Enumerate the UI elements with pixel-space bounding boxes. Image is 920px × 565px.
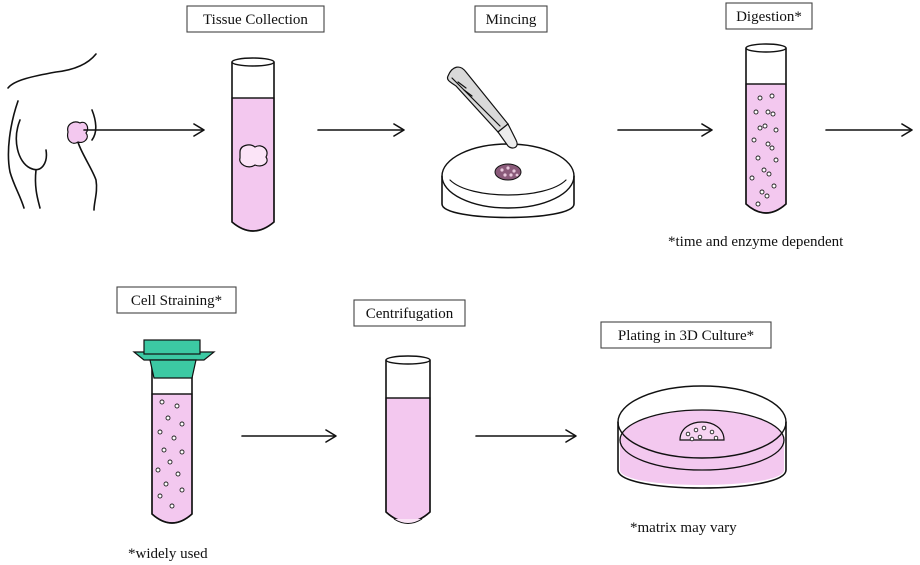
petri-dish-icon: [441, 143, 575, 219]
svg-text:Digestion*: Digestion*: [736, 9, 802, 25]
note-cell-straining: *widely used: [128, 546, 208, 562]
arrow-icon: [825, 123, 913, 137]
svg-text:Cell Straining*: Cell Straining*: [131, 293, 222, 309]
scalpel-icon: [446, 66, 518, 149]
svg-text:Plating in 3D Culture*: Plating in 3D Culture*: [618, 328, 754, 344]
arrow-icon: [617, 123, 713, 137]
culture-dish-icon: [617, 385, 787, 489]
torso-icon: [7, 53, 98, 211]
arrow-icon: [475, 429, 577, 443]
svg-text:Tissue Collection: Tissue Collection: [203, 12, 308, 28]
cell-strainer-icon: [132, 339, 216, 524]
note-digestion: *time and enzyme dependent: [668, 234, 844, 250]
label-plating: Plating in 3D Culture*: [600, 321, 772, 349]
note-plating: *matrix may vary: [630, 520, 737, 536]
arrow-icon: [241, 429, 337, 443]
label-centrifugation: Centrifugation: [353, 299, 466, 327]
label-cell-straining: Cell Straining*: [116, 286, 237, 314]
tube-icon: [745, 43, 787, 214]
tube-icon: [231, 57, 275, 232]
cell-clusters: [749, 93, 779, 207]
label-digestion: Digestion*: [725, 2, 813, 30]
arrow-icon: [83, 123, 205, 137]
tube-icon: [385, 355, 431, 524]
svg-text:Centrifugation: Centrifugation: [366, 306, 454, 322]
label-tissue-collection: Tissue Collection: [186, 5, 325, 33]
arrow-icon: [317, 123, 405, 137]
label-mincing: Mincing: [474, 5, 548, 33]
tissue-piece: [239, 144, 268, 168]
svg-text:Mincing: Mincing: [486, 12, 537, 28]
